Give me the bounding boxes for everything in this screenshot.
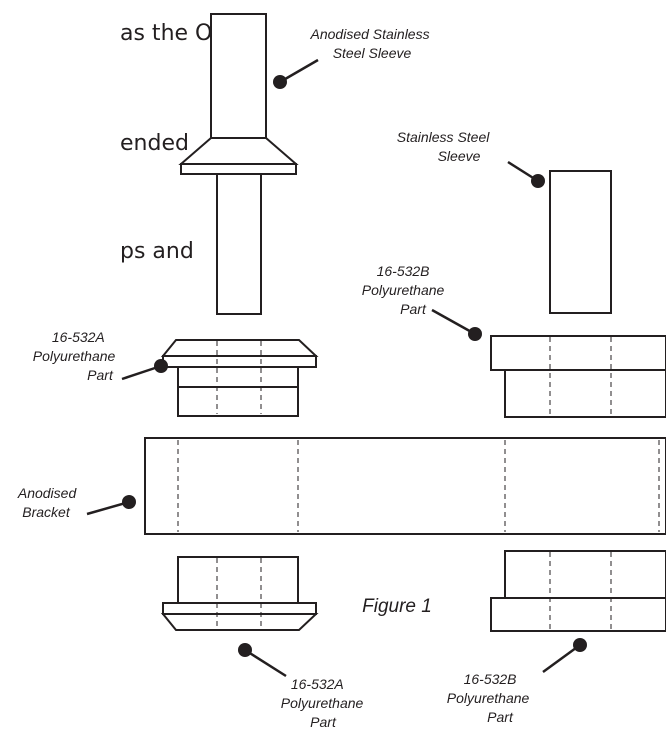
- label-16-532a-lower: 16-532A Polyurethane Part: [281, 676, 367, 730]
- leader-anodised-stainless-sleeve: [273, 58, 319, 89]
- body-text-line-2: ended: [120, 131, 189, 156]
- label-anodised-stainless-sleeve: Anodised Stainless Steel Sleeve: [310, 26, 434, 61]
- label-16-532b-upper: 16-532B Polyurethane Part: [362, 263, 448, 317]
- label-bracket: Anodised Bracket: [17, 485, 80, 520]
- anodised-bracket: [144, 437, 666, 535]
- polyurethane-part-16-532a-lower: [160, 556, 319, 631]
- anodised-stainless-steel-sleeve: [178, 13, 299, 315]
- polyurethane-part-16-532a-upper: [160, 339, 319, 417]
- figure-caption: Figure 1: [362, 596, 432, 617]
- leader-bracket: [86, 495, 136, 516]
- label-16-532b-lower: 16-532B Polyurethane Part: [447, 671, 533, 725]
- leader-16-532a-upper: [121, 359, 168, 381]
- label-16-532a-upper: 16-532A Polyurethane Part: [33, 329, 119, 383]
- leader-16-532b-lower: [542, 638, 587, 674]
- label-stainless-sleeve: Stainless Steel Sleeve: [397, 129, 494, 164]
- polyurethane-part-16-532b-upper: [490, 335, 666, 418]
- leader-16-532a-lower: [238, 643, 287, 678]
- stainless-steel-sleeve: [549, 170, 612, 314]
- body-text-line-3: ps and: [120, 239, 194, 264]
- leader-stainless-sleeve: [507, 160, 545, 188]
- polyurethane-part-16-532b-lower: [490, 550, 666, 632]
- leader-16-532b-upper: [431, 308, 482, 341]
- body-text-line-1: as the OE: [120, 21, 227, 46]
